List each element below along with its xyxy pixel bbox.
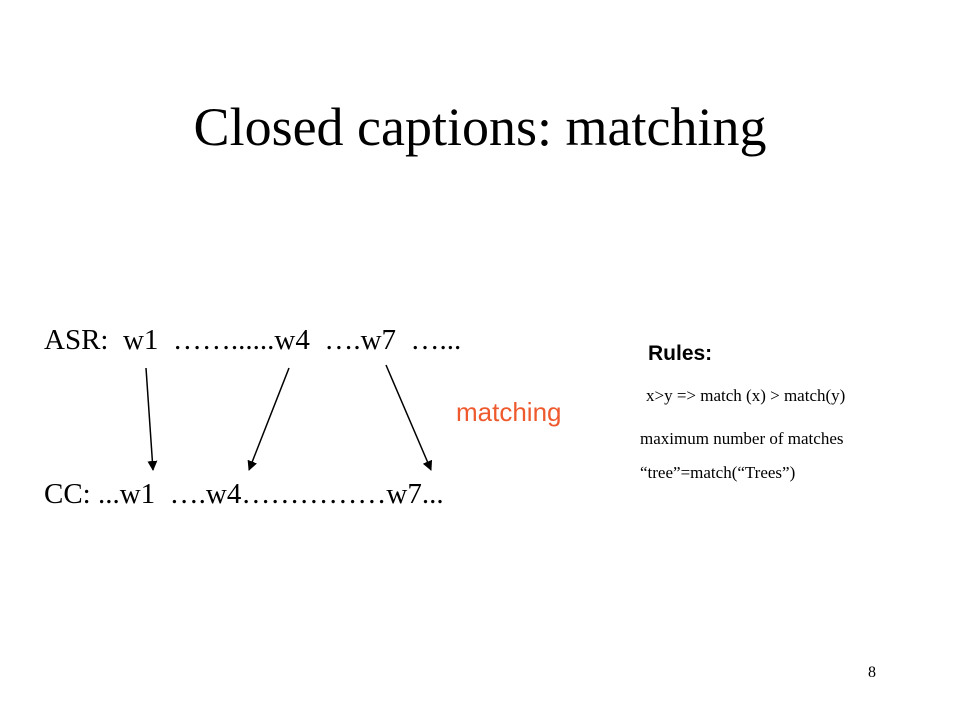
matching-label: matching [456, 397, 562, 427]
rule-item: maximum number of matches [640, 429, 844, 448]
arrow-w1 [145, 367, 158, 471]
page-number: 8 [868, 664, 876, 681]
slide-title: Closed captions: matching [193, 97, 767, 157]
rule-item: “tree”=match(“Trees”) [640, 463, 796, 482]
rules-heading: Rules: [648, 342, 713, 365]
arrow-w7 [385, 364, 433, 471]
rule-item: x>y => match (x) > match(y) [646, 386, 846, 405]
arrow-w4 [247, 367, 290, 471]
cc-line: CC: ...w1 ….w4……………w7... [44, 478, 444, 510]
asr-line: ASR: w1 ……......w4 ….w7 …... [44, 324, 462, 356]
